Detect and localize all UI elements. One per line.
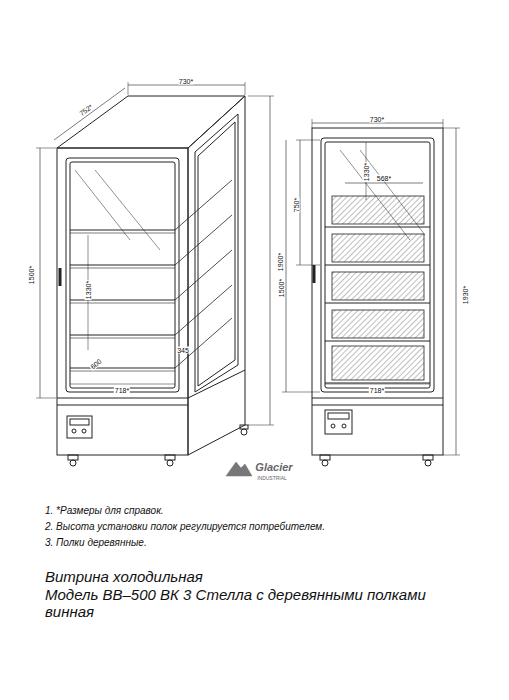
shelf-line bbox=[200, 180, 232, 208]
dimension: 750* bbox=[293, 197, 300, 213]
dimension: 1330* bbox=[363, 162, 370, 182]
shelf-line bbox=[200, 250, 232, 278]
dimension: 1930* bbox=[462, 285, 469, 305]
wooden-shelf bbox=[332, 310, 424, 338]
shelf-line bbox=[200, 215, 232, 243]
shelf-line bbox=[175, 346, 200, 368]
note: 3. Полки деревянные. bbox=[45, 538, 147, 548]
dimension: 718* bbox=[369, 387, 385, 394]
shelf-line bbox=[325, 341, 430, 342]
dimension: 730* bbox=[178, 78, 194, 85]
shelf-line bbox=[325, 265, 430, 266]
shelf-line bbox=[70, 371, 175, 372]
shelf-line bbox=[70, 335, 175, 336]
note: 1. *Размеры для справок. bbox=[45, 506, 164, 516]
caption: Модель ВВ–500 ВК 3 Стелла с деревянными … bbox=[45, 586, 437, 621]
logo-subtext: INDUSTRIAL bbox=[256, 476, 288, 481]
shelf-line bbox=[325, 303, 430, 304]
dimension: 752* bbox=[77, 102, 94, 117]
shelf-line bbox=[200, 285, 232, 313]
note: 2. Высота установки полок регулируется п… bbox=[45, 522, 325, 532]
shelf-line bbox=[175, 243, 200, 265]
wooden-shelf bbox=[332, 346, 424, 380]
shelf-line bbox=[200, 318, 232, 346]
dimension: 1330* bbox=[85, 280, 92, 300]
logo-text: Glacier bbox=[254, 462, 293, 473]
wooden-shelf bbox=[332, 272, 424, 300]
shelf-line bbox=[70, 265, 175, 266]
dimension: 1500* bbox=[278, 278, 285, 298]
dimension: 1500* bbox=[28, 265, 35, 285]
shelf-line bbox=[70, 338, 175, 339]
dimension: 1900* bbox=[277, 252, 284, 272]
shelf-line bbox=[70, 233, 175, 234]
shelf-line bbox=[70, 303, 175, 304]
shelf-line bbox=[325, 227, 430, 228]
shelf-line bbox=[70, 268, 175, 269]
shelf-line bbox=[175, 208, 200, 230]
wooden-shelf bbox=[332, 234, 424, 262]
dimension: 568* bbox=[376, 175, 392, 182]
title: Витрина холодильная bbox=[45, 568, 203, 585]
shelf-line bbox=[70, 368, 175, 369]
shelf-line bbox=[175, 278, 200, 300]
wooden-shelf bbox=[332, 196, 424, 224]
dimension: 718* bbox=[114, 387, 130, 394]
dimension: 730* bbox=[369, 116, 385, 123]
shelf-line bbox=[175, 313, 200, 335]
dimension: 345 bbox=[176, 347, 190, 354]
shelf-line bbox=[325, 383, 430, 384]
dimension: 600 bbox=[88, 357, 103, 371]
